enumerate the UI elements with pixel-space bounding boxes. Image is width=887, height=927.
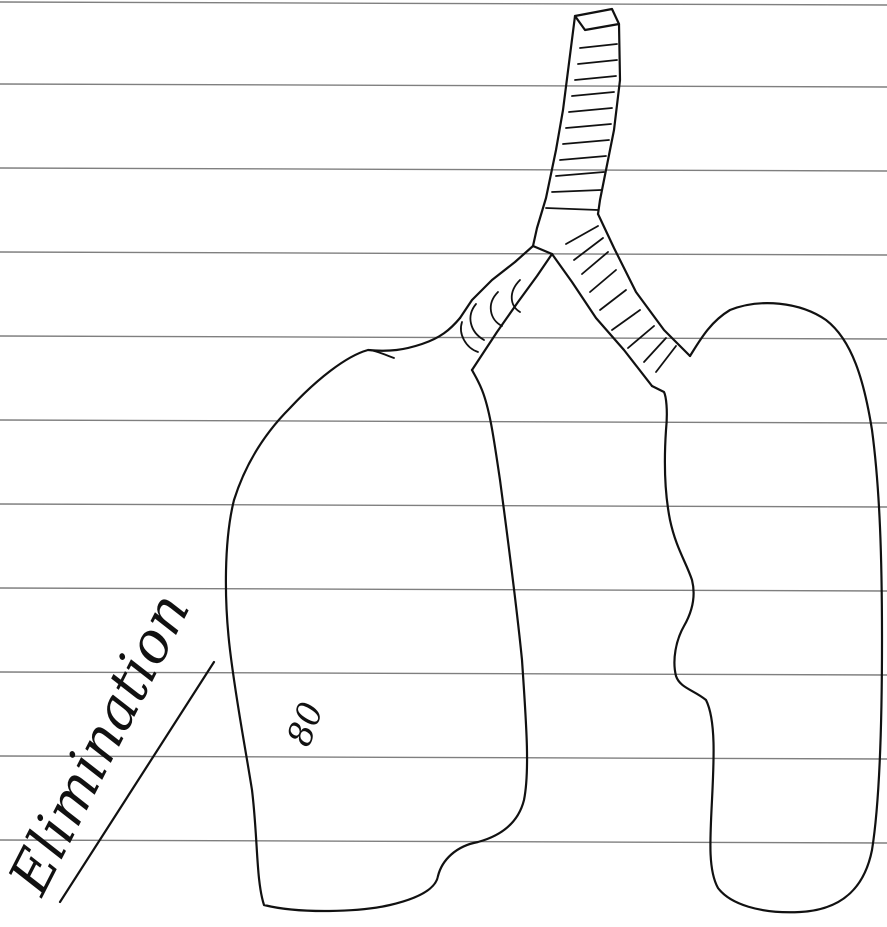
ruled-line <box>0 840 887 843</box>
ruled-line <box>0 756 887 759</box>
left-lung <box>226 318 527 911</box>
lung-mark: 80 <box>279 697 331 751</box>
ruled-line <box>0 168 887 171</box>
right-bronchus <box>552 214 690 386</box>
ruled-line <box>0 2 887 5</box>
ruled-line <box>0 252 887 255</box>
ruled-line <box>0 84 887 87</box>
side-label-text: Elimination <box>0 583 203 905</box>
trachea <box>533 9 620 246</box>
ruled-line <box>0 504 887 507</box>
right-lung <box>652 303 882 912</box>
ruled-line <box>0 336 887 339</box>
ruled-line <box>0 588 887 591</box>
trachea-rings <box>546 44 617 210</box>
ruled-line <box>0 420 887 423</box>
left-bronchus <box>460 246 552 370</box>
